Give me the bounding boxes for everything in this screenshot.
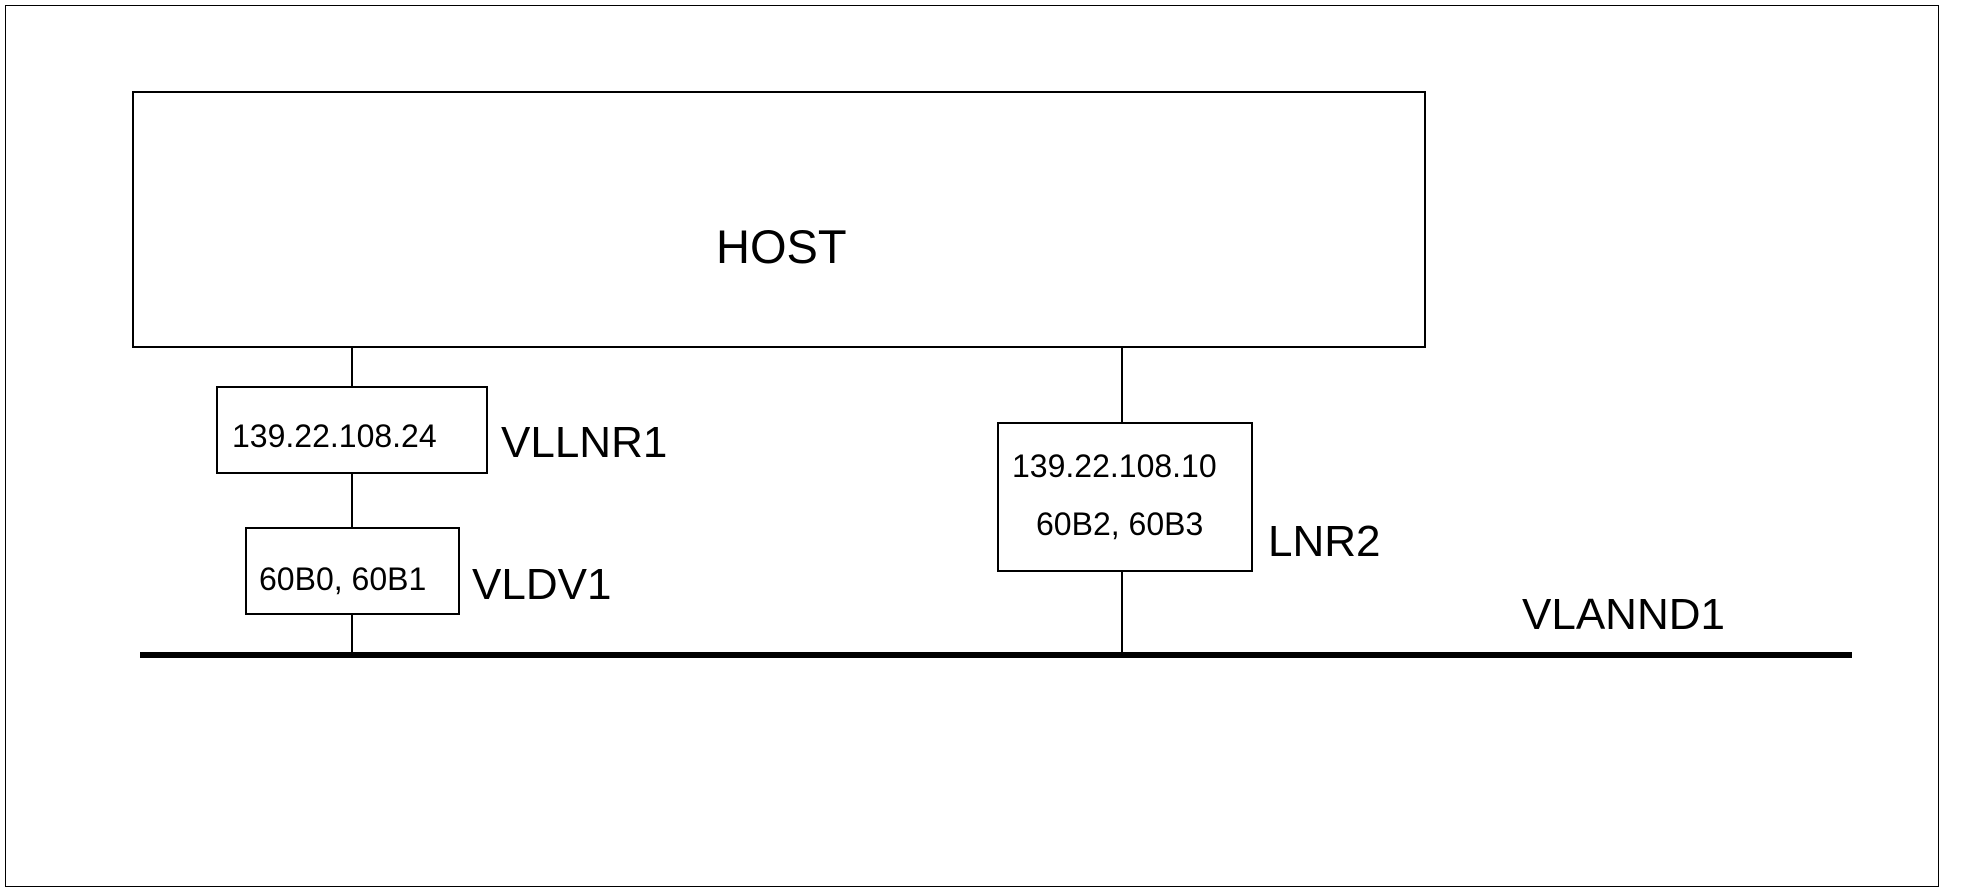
lnr2-label: LNR2 [1268,517,1381,566]
lnr2-devices: 60B2, 60B3 [1036,506,1204,542]
host-label: HOST [716,220,847,273]
vllnr1-ip: 139.22.108.24 [232,418,437,454]
lan-bus-line [140,652,1852,658]
vldv1-label: VLDV1 [472,560,612,609]
lnr2-box [997,422,1253,572]
connector-lnr2-lan [1121,571,1123,656]
connector-vllnr1-vldv1 [351,473,353,528]
connector-vldv1-lan [351,614,353,656]
vldv1-devices: 60B0, 60B1 [259,561,427,597]
connector-host-vllnr1 [351,348,353,387]
lnr2-ip: 139.22.108.10 [1012,448,1217,484]
vllnr1-box [216,386,488,474]
connector-host-lnr2 [1121,348,1123,426]
vllnr1-label: VLLNR1 [501,418,668,467]
lan-label: VLANND1 [1522,590,1725,639]
vldv1-box [245,527,460,615]
host-box [132,91,1426,348]
